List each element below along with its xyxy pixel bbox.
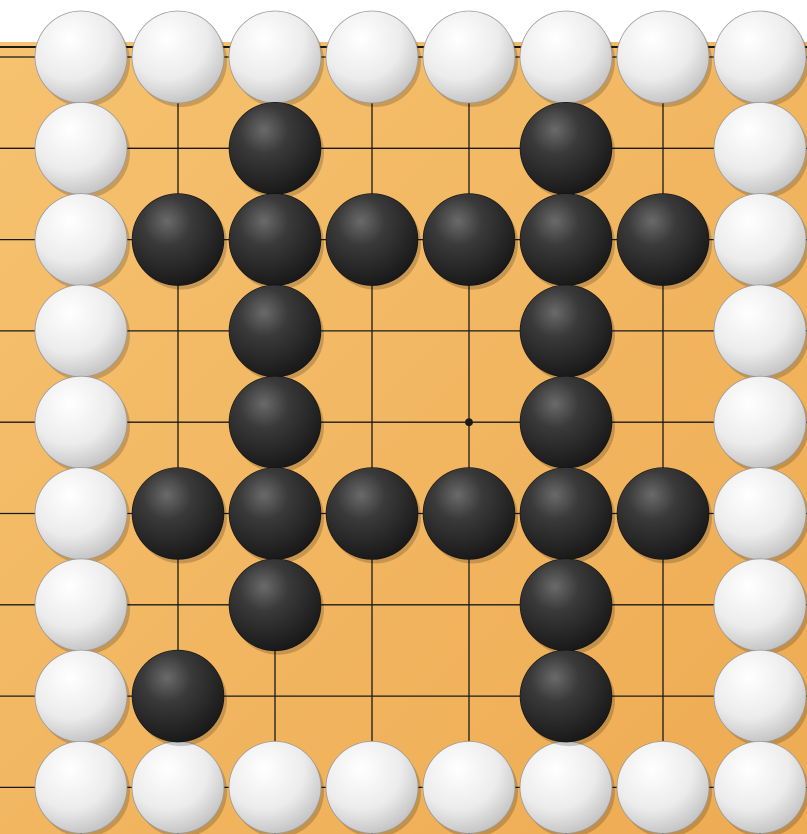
white-stone-body (35, 102, 127, 194)
black-stone-body (617, 468, 709, 560)
white-stone-body (520, 11, 612, 103)
black-stone-body (326, 468, 418, 560)
star-point (465, 418, 473, 426)
white-stone-body (35, 559, 127, 651)
white-stone-body (423, 741, 515, 833)
white-stone-body (714, 376, 806, 468)
black-stone-body (617, 194, 709, 286)
black-stone-body (520, 468, 612, 560)
white-stone-body (35, 194, 127, 286)
white-stone-body (35, 741, 127, 833)
white-stone-body (35, 468, 127, 560)
black-stone-body (229, 468, 321, 560)
white-stone-body (714, 194, 806, 286)
white-stone-body (423, 11, 515, 103)
white-stone-body (326, 11, 418, 103)
black-stone-body (326, 194, 418, 286)
black-stone-body (229, 559, 321, 651)
white-stone-body (714, 285, 806, 377)
white-stone-body (714, 468, 806, 560)
black-stone-body (229, 376, 321, 468)
black-stone-body (229, 194, 321, 286)
star-points (465, 418, 473, 426)
white-stone-body (714, 11, 806, 103)
black-stone-body (132, 650, 224, 742)
white-stone-body (520, 741, 612, 833)
white-stone-body (35, 650, 127, 742)
white-stone-body (617, 11, 709, 103)
black-stone-body (520, 194, 612, 286)
white-stone-body (714, 741, 806, 833)
white-stone-body (714, 650, 806, 742)
black-stone-body (423, 468, 515, 560)
white-stone-body (617, 741, 709, 833)
black-stone-body (423, 194, 515, 286)
white-stone-body (35, 376, 127, 468)
white-stone-body (35, 285, 127, 377)
white-stone-body (326, 741, 418, 833)
white-stone-body (714, 559, 806, 651)
white-stone-body (229, 741, 321, 833)
black-stone-body (520, 376, 612, 468)
black-stone-body (520, 102, 612, 194)
white-stone-body (35, 11, 127, 103)
black-stone-body (520, 559, 612, 651)
black-stone-body (132, 194, 224, 286)
black-stone-body (229, 285, 321, 377)
black-stone-body (520, 285, 612, 377)
white-stone-body (132, 741, 224, 833)
white-stone-body (132, 11, 224, 103)
black-stone-body (132, 468, 224, 560)
black-stone-body (229, 102, 321, 194)
white-stone[interactable] (714, 741, 807, 834)
white-stone-body (229, 11, 321, 103)
white-stone-body (714, 102, 806, 194)
black-stone-body (520, 650, 612, 742)
